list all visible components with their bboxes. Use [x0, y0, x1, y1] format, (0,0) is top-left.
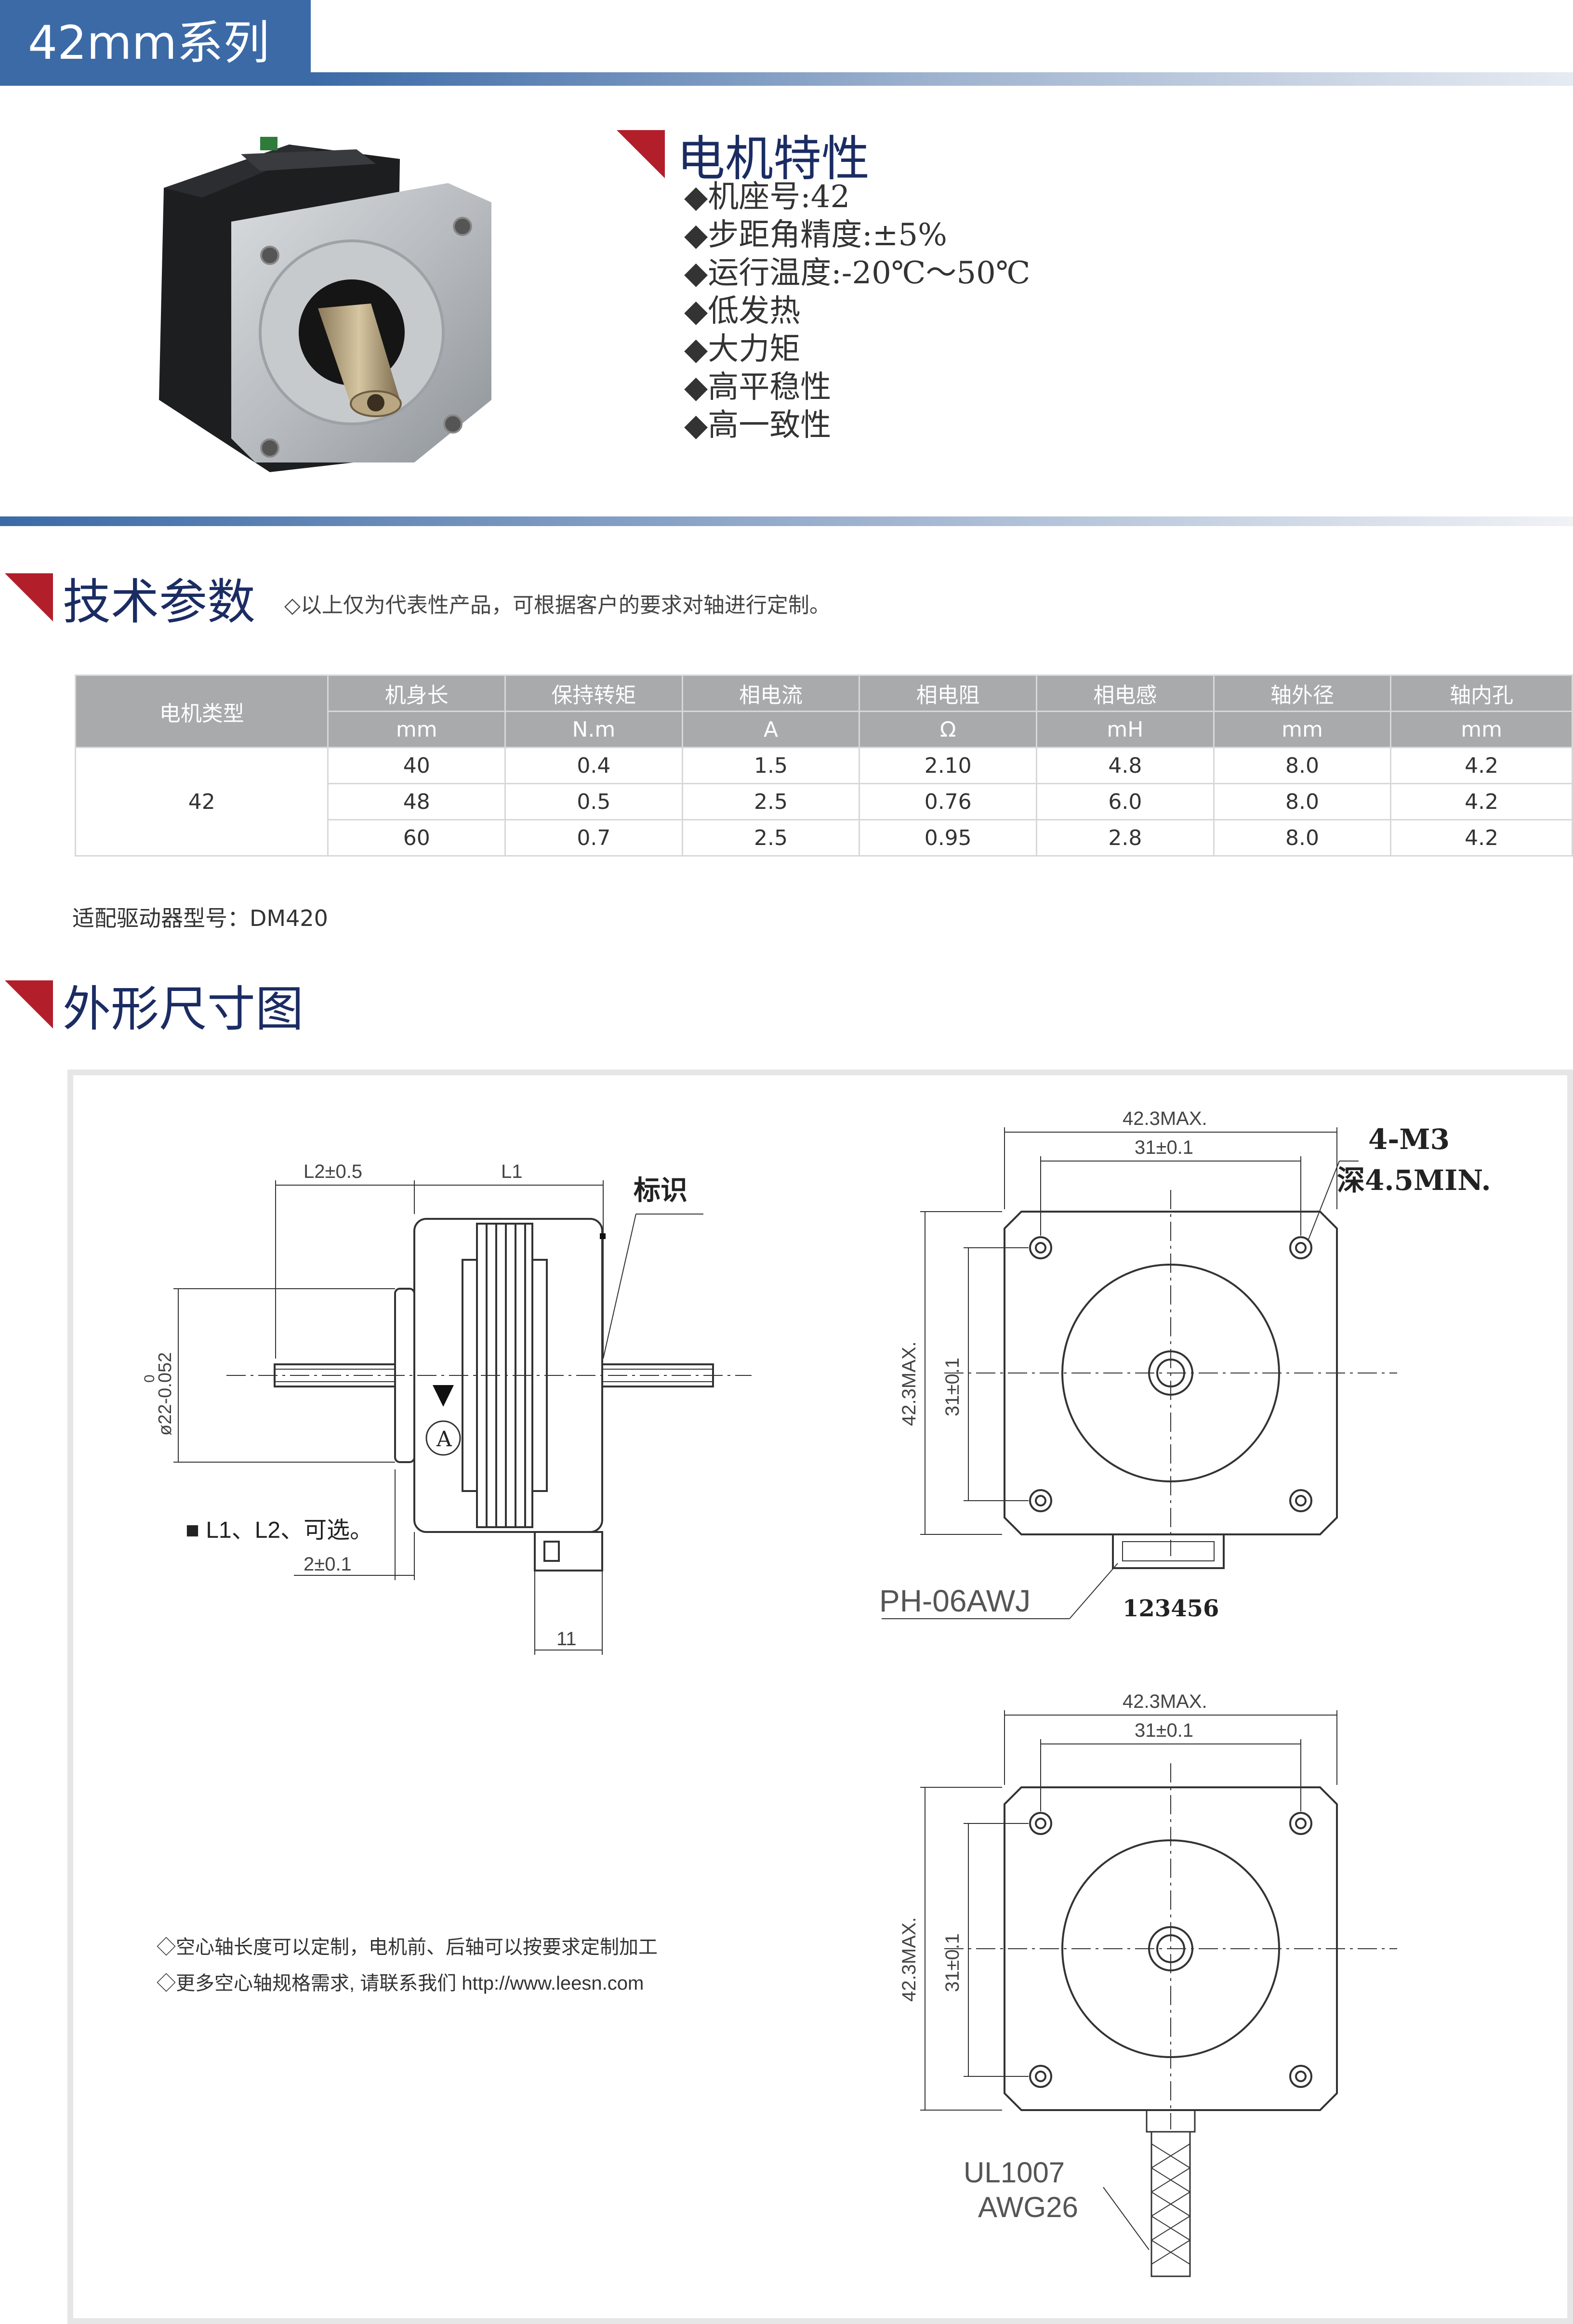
- mark-dot: [600, 1233, 606, 1239]
- col-header: 轴内孔: [1390, 674, 1573, 712]
- dimensions-marker: [5, 980, 53, 1029]
- dim-max-h-2: 42.3MAX.: [899, 1917, 920, 2002]
- table-cell: 40: [327, 747, 506, 784]
- features-marker: [617, 130, 665, 178]
- table-row: 48 0.5 2.5 0.76 6.0 8.0 4.2: [76, 783, 1573, 820]
- col-unit: mm: [1390, 711, 1573, 748]
- side-note: ■ L1、L2、可选。: [185, 1518, 373, 1543]
- table-cell: 48: [327, 783, 506, 820]
- dim-max-w: 42.3MAX.: [1123, 1108, 1207, 1129]
- table-cell: 4.2: [1390, 819, 1573, 857]
- table-cell: 4.2: [1390, 783, 1573, 820]
- table-cell: 2.5: [681, 783, 860, 820]
- dim-max-w-2: 42.3MAX.: [1123, 1691, 1207, 1712]
- table-cell: 8.0: [1213, 783, 1392, 820]
- table-cell: 0.95: [859, 819, 1038, 857]
- dim-max-h: 42.3MAX.: [899, 1341, 920, 1426]
- dim-shoulder: 2±0.1: [304, 1554, 352, 1575]
- table-row: 42 40 0.4 1.5 2.10 4.8 8.0 4.2: [74, 747, 1573, 857]
- table-row: 60 0.7 2.5 0.95 2.8 8.0 4.2: [76, 819, 1573, 857]
- dim-pitch-h-2: 31±0.1: [942, 1933, 963, 1992]
- table-cell: 8.0: [1213, 747, 1392, 784]
- features-title: 电机特性: [677, 131, 870, 187]
- driver-model: 适配驱动器型号：DM420: [72, 905, 328, 931]
- table-cell: 4.2: [1390, 747, 1573, 784]
- wire-gauge: AWG26: [978, 2191, 1078, 2223]
- dim-pitch-h: 31±0.1: [942, 1358, 963, 1416]
- dim-diameter-upper: 0: [142, 1374, 158, 1383]
- drawing-note: ◇更多空心轴规格需求, 请联系我们 http://www.leesn.com: [157, 1973, 644, 1994]
- datum-label: A: [436, 1427, 452, 1452]
- col-unit: Ω: [859, 711, 1038, 748]
- dim-diameter: ø22-0.052: [155, 1352, 175, 1436]
- dim-connector: 11: [556, 1628, 577, 1650]
- table-cell: 1.5: [681, 747, 860, 784]
- dimensions-title: 外形尺寸图: [63, 981, 304, 1037]
- table-cell: 0.5: [504, 783, 683, 820]
- table-cell: 0.7: [504, 819, 683, 857]
- col-header: 相电流: [681, 674, 860, 712]
- table-cell: 6.0: [1036, 783, 1215, 820]
- feature-item: ◆步距角精度:±5%: [684, 217, 947, 253]
- header-rule: [311, 72, 1573, 86]
- table-cell: 0.4: [504, 747, 683, 784]
- feature-item: ◆低发热: [684, 293, 801, 329]
- screw-depth: 深4.5MIN.: [1337, 1164, 1491, 1197]
- col-header: 保持转矩: [504, 674, 683, 712]
- dimension-drawings: L2±0.5 L1 标识 ø22-0.052 0 A ■ L1、L2、可选。 2…: [142, 1108, 1491, 2277]
- specs-note: ◇以上仅为代表性产品，可根据客户的要求对轴进行定制。: [284, 593, 831, 618]
- table-cell: 0.76: [859, 783, 1038, 820]
- mark-label: 标识: [634, 1175, 687, 1206]
- features-list: ◆机座号:42 ◆步距角精度:±5% ◆运行温度:-20℃～50℃ ◆低发热 ◆…: [684, 178, 1030, 445]
- type-header: 电机类型: [74, 674, 329, 748]
- table-cell: 8.0: [1213, 819, 1392, 857]
- col-unit: N.m: [504, 711, 683, 748]
- col-header: 轴外径: [1213, 674, 1392, 712]
- screw-spec: 4-M3: [1368, 1123, 1450, 1156]
- specs-marker: [5, 573, 53, 621]
- dim-l2: L2±0.5: [304, 1161, 362, 1182]
- col-header: 机身长: [327, 674, 506, 712]
- dim-pitch-w: 31±0.1: [1135, 1137, 1193, 1158]
- drawing-frame: [67, 1070, 1573, 2324]
- feature-item: ◆运行温度:-20℃～50℃: [684, 255, 1031, 291]
- series-title: 42mm系列: [0, 0, 311, 86]
- motor-type-cell: 42: [74, 747, 329, 857]
- pin-numbers: 123456: [1123, 1595, 1219, 1622]
- feature-item: ◆高一致性: [684, 408, 832, 443]
- table-cell: 2.10: [859, 747, 1038, 784]
- feature-item: ◆大力矩: [684, 331, 801, 367]
- section-divider: [0, 516, 1573, 526]
- table-cell: 4.8: [1036, 747, 1215, 784]
- feature-item: ◆机座号:42: [684, 179, 850, 215]
- table-cell: 60: [327, 819, 506, 857]
- col-unit: mH: [1036, 711, 1215, 748]
- dim-pitch-w-2: 31±0.1: [1135, 1720, 1193, 1741]
- col-unit: mm: [327, 711, 506, 748]
- spec-table: 电机类型 机身长 保持转矩 相电流 相电阻 相电感 轴外径 轴内孔 mm N.m…: [74, 674, 1573, 857]
- col-header: 相电阻: [859, 674, 1038, 712]
- col-unit: mm: [1213, 711, 1392, 748]
- feature-item: ◆高平稳性: [684, 370, 832, 405]
- col-unit: A: [681, 711, 860, 748]
- table-cell: 2.8: [1036, 819, 1215, 857]
- connector-model: PH-06AWJ: [879, 1584, 1031, 1618]
- drawing-note: ◇空心轴长度可以定制，电机前、后轴可以按要求定制加工: [157, 1937, 658, 1958]
- col-header: 相电感: [1036, 674, 1215, 712]
- stepper-motor-image: [159, 137, 491, 472]
- dim-l1: L1: [501, 1161, 523, 1182]
- specs-title: 技术参数: [63, 574, 255, 630]
- datum-triangle: [433, 1385, 454, 1407]
- table-cell: 2.5: [681, 819, 860, 857]
- wire-type: UL1007: [964, 2156, 1065, 2189]
